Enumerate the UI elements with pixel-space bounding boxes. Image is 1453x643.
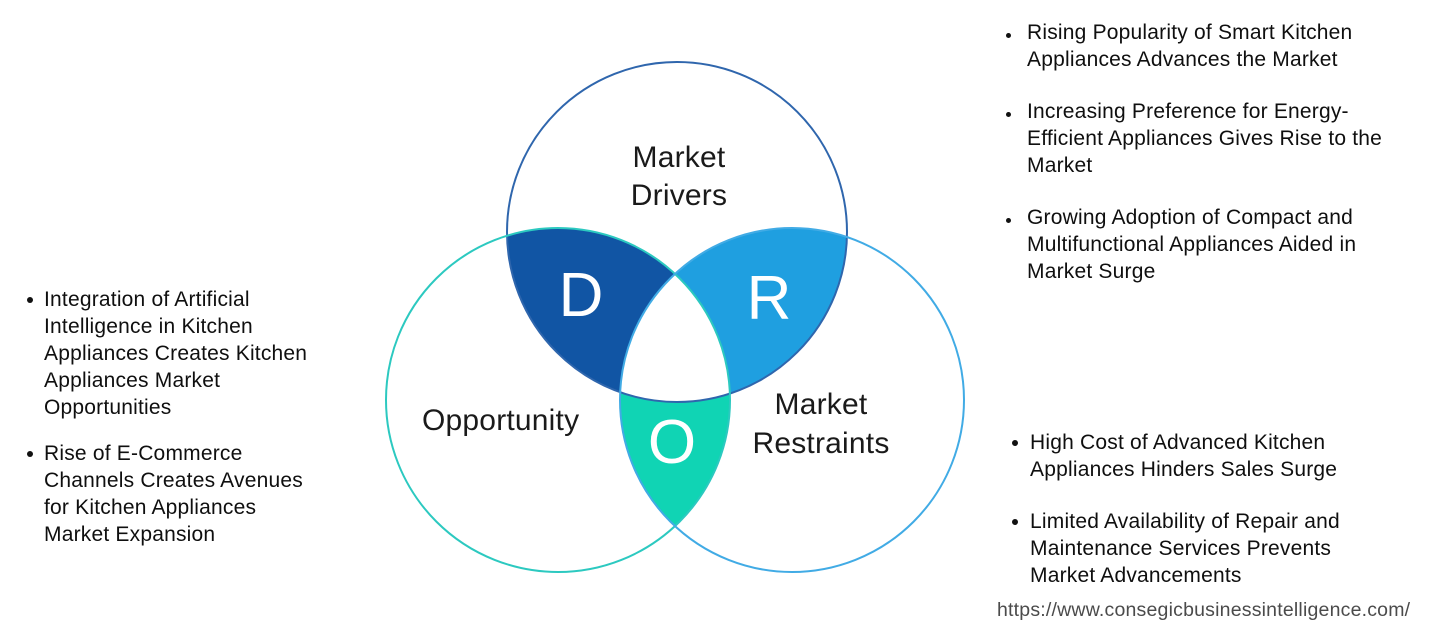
drivers-label: Market Drivers [630, 141, 728, 212]
bullet-dot-icon [27, 451, 33, 457]
opportunities-list: Integration of Artificial Intelligence i… [27, 286, 307, 567]
drivers-letter: D [559, 261, 604, 330]
bullet-dot-icon [1012, 519, 1018, 525]
bullet-text: Increasing Preference for Energy- Effici… [1027, 100, 1383, 177]
bullet-text: Rising Popularity of Smart Kitchen Appli… [1027, 21, 1353, 71]
list-item: High Cost of Advanced Kitchen Appliances… [1012, 429, 1340, 483]
list-item: Increasing Preference for Energy- Effici… [1006, 98, 1382, 179]
bullet-text: Rise of E-Commerce Channels Creates Aven… [44, 442, 303, 546]
list-item: Rise of E-Commerce Channels Creates Aven… [27, 440, 307, 548]
bullet-dot-icon [1006, 33, 1011, 38]
restraints-list: High Cost of Advanced Kitchen Appliances… [1012, 429, 1340, 614]
bullet-dot-icon [27, 297, 33, 303]
list-item: Limited Availability of Repair and Maint… [1012, 508, 1340, 589]
list-item: Growing Adoption of Compact and Multifun… [1006, 204, 1382, 285]
list-item: Rising Popularity of Smart Kitchen Appli… [1006, 19, 1382, 73]
source-url-text: https://www.consegicbusinessintelligence… [997, 599, 1411, 621]
opportunity-circle [385, 227, 731, 573]
bullet-dot-icon [1012, 440, 1018, 446]
opportunity-label: Opportunity [422, 404, 580, 437]
bullet-text: Integration of Artificial Intelligence i… [44, 288, 308, 419]
bullet-text: Growing Adoption of Compact and Multifun… [1027, 206, 1357, 283]
list-item: Integration of Artificial Intelligence i… [27, 286, 307, 421]
restraints-letter: R [747, 264, 792, 333]
drivers-list: Rising Popularity of Smart Kitchen Appli… [1006, 19, 1382, 310]
bullet-dot-icon [1006, 218, 1011, 223]
bullet-dot-icon [1006, 112, 1011, 117]
opportunity-letter: O [648, 408, 696, 477]
bullet-text: Limited Availability of Repair and Maint… [1030, 510, 1340, 587]
restraints-circle [619, 227, 965, 573]
drivers-circle [506, 61, 848, 403]
restraints-label: Market Restraints [752, 388, 890, 460]
bullet-text: High Cost of Advanced Kitchen Appliances… [1030, 431, 1338, 481]
